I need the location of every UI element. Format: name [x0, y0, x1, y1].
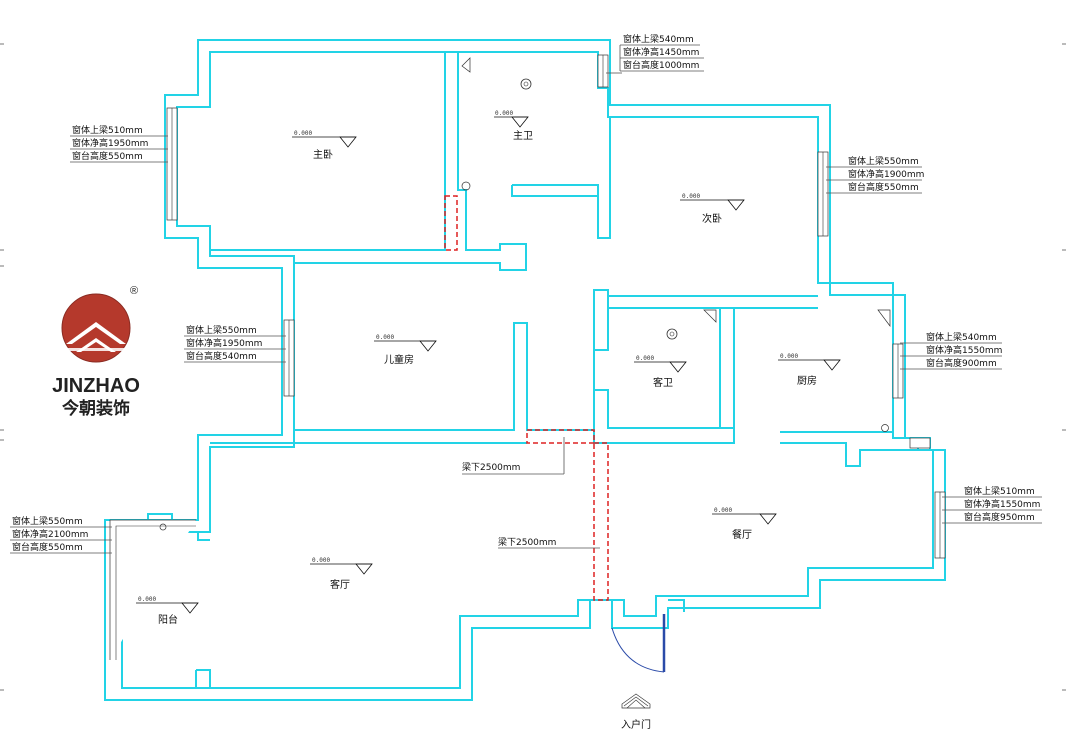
beam-living-dining [593, 442, 609, 601]
svg-text:窗体净高1900mm: 窗体净高1900mm [848, 168, 924, 180]
entrance-label: 入户门 [621, 718, 651, 731]
room-label-dining: 餐厅 [732, 528, 752, 541]
svg-text:窗体净高1950mm: 窗体净高1950mm [186, 337, 262, 349]
svg-text:窗台高度550mm: 窗台高度550mm [72, 150, 143, 162]
annotation-kids: 窗体上梁550mm 窗体净高1950mm 窗台高度540mm [184, 324, 286, 363]
svg-text:窗体上梁540mm: 窗体上梁540mm [623, 33, 694, 45]
svg-text:窗体上梁550mm: 窗体上梁550mm [12, 515, 83, 527]
svg-text:窗台高度950mm: 窗台高度950mm [964, 511, 1035, 523]
svg-text:窗体上梁550mm: 窗体上梁550mm [186, 324, 257, 336]
room-labels: 0.000 主卧 0.000 主卫 0.000 次卧 0.000 儿童房 0.0 [136, 110, 841, 626]
balcony-pillar [195, 669, 211, 688]
elevation-marker-master-bath: 0.000 [494, 110, 529, 128]
annotation-kitchen: 窗体上梁540mm 窗体净高1550mm 窗台高度900mm [900, 331, 1002, 370]
svg-text:0.000: 0.000 [376, 334, 394, 341]
entrance-arrow-icon [621, 693, 651, 709]
svg-text:0.000: 0.000 [682, 193, 700, 200]
brand-logo: ® JINZHAO 今朝装饰 [52, 285, 140, 418]
beams [444, 195, 609, 601]
living-wall [197, 435, 527, 447]
edge-ticks [0, 43, 1066, 691]
entrance-pillar [668, 599, 685, 612]
beam-kids-living [526, 429, 595, 444]
svg-text:窗体净高1950mm: 窗体净高1950mm [72, 137, 148, 149]
logo-text-en: JINZHAO [52, 375, 140, 397]
svg-text:窗台高度1000mm: 窗台高度1000mm [623, 59, 699, 71]
pipe-icon [461, 57, 471, 73]
svg-text:窗体上梁510mm: 窗体上梁510mm [72, 124, 143, 136]
window-kitchen-corner [909, 437, 931, 449]
beam-master-bath [444, 195, 458, 251]
svg-text:0.000: 0.000 [138, 596, 156, 603]
room-label-living: 客厅 [330, 578, 350, 591]
door-swing-icon [611, 627, 665, 673]
window-balcony [109, 519, 196, 660]
annotation-master-bed: 窗体上梁510mm 窗体净高1950mm 窗台高度550mm [70, 124, 168, 163]
beam-label-1: 梁下2500mm [462, 461, 520, 473]
svg-text:0.000: 0.000 [495, 110, 513, 117]
room-label-kitchen: 厨房 [797, 374, 817, 387]
svg-text:窗体上梁510mm: 窗体上梁510mm [964, 485, 1035, 497]
floor-drain-icon [520, 78, 532, 90]
window-annotations: 窗体上梁540mm 窗体净高1450mm 窗台高度1000mm 窗体上梁510m… [10, 33, 1042, 554]
logo-text-cn: 今朝装饰 [62, 398, 130, 418]
guest-bath-wall [720, 307, 734, 429]
room-label-second-bed: 次卧 [702, 212, 722, 225]
svg-text:0.000: 0.000 [636, 355, 654, 362]
svg-text:窗台高度900mm: 窗台高度900mm [926, 357, 997, 369]
pipe-icon [881, 424, 889, 432]
elevation-marker-guest-bath: 0.000 [634, 355, 687, 373]
elevation-marker-second-bed: 0.000 [680, 193, 745, 211]
annotation-top: 窗体上梁540mm 窗体净高1450mm 窗台高度1000mm [606, 33, 704, 74]
svg-text:0.000: 0.000 [312, 557, 330, 564]
kids-room-wall [294, 289, 609, 431]
pipe-icon [703, 309, 717, 323]
svg-text:窗体净高1550mm: 窗体净高1550mm [926, 344, 1002, 356]
room-label-balcony: 阳台 [158, 613, 178, 626]
svg-text:窗体上梁540mm: 窗体上梁540mm [926, 331, 997, 343]
pipe-icon [461, 181, 471, 191]
registered-mark: ® [130, 285, 138, 297]
elevation-marker-kids: 0.000 [374, 334, 437, 352]
svg-text:窗体上梁550mm: 窗体上梁550mm [848, 155, 919, 167]
fixtures [159, 57, 891, 531]
svg-text:窗台高度550mm: 窗台高度550mm [848, 181, 919, 193]
room-label-master-bed: 主卧 [313, 148, 333, 161]
elevation-marker-balcony: 0.000 [136, 596, 199, 614]
logo-emblem-icon [62, 294, 130, 362]
center-wall [593, 295, 818, 444]
svg-text:窗台高度540mm: 窗台高度540mm [186, 350, 257, 362]
entrance-door: 入户门 [611, 614, 666, 731]
room-label-master-bath: 主卫 [513, 130, 533, 142]
svg-text:窗体净高1550mm: 窗体净高1550mm [964, 498, 1040, 510]
elevation-marker-dining: 0.000 [712, 507, 777, 525]
svg-text:窗体净高2100mm: 窗体净高2100mm [12, 528, 88, 540]
floor-drain-icon [666, 328, 678, 340]
svg-text:0.000: 0.000 [780, 353, 798, 360]
elevation-marker-living: 0.000 [310, 557, 373, 575]
elevation-marker-master-bed: 0.000 [292, 130, 357, 148]
master-bath-wall [511, 117, 611, 239]
room-label-guest-bath: 客卫 [653, 376, 673, 389]
annotation-balcony: 窗体上梁550mm 窗体净高2100mm 窗台高度550mm [10, 515, 112, 554]
kitchen-wall [780, 431, 918, 467]
svg-text:0.000: 0.000 [714, 507, 732, 514]
svg-text:0.000: 0.000 [294, 130, 312, 137]
annotation-second-bed: 窗体上梁550mm 窗体净高1900mm 窗台高度550mm [826, 155, 924, 194]
svg-text:窗体净高1450mm: 窗体净高1450mm [623, 46, 699, 58]
svg-text:窗台高度550mm: 窗台高度550mm [12, 541, 83, 553]
windows [109, 54, 946, 660]
beam-labels: 梁下2500mm 梁下2500mm [462, 437, 600, 549]
beam-label-2: 梁下2500mm [498, 536, 556, 548]
elevation-marker-kitchen: 0.000 [778, 353, 841, 371]
pipe-icon [877, 309, 891, 328]
master-bed-wall [210, 51, 527, 271]
annotation-dining: 窗体上梁510mm 窗体净高1550mm 窗台高度950mm [942, 485, 1042, 524]
room-label-kids: 儿童房 [384, 353, 414, 366]
